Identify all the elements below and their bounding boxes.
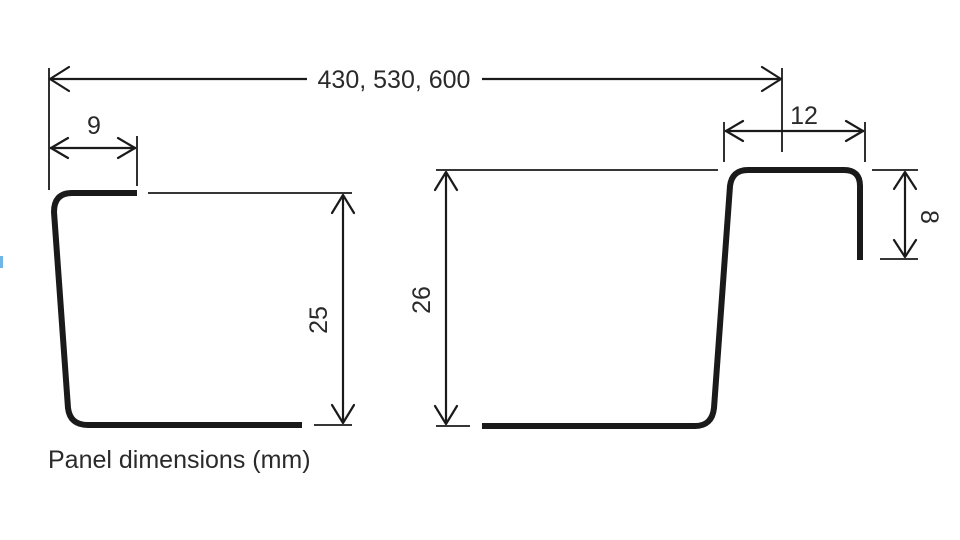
right-height-top-arrowhead bbox=[433, 170, 459, 192]
flange-right-arrowhead bbox=[116, 136, 137, 160]
hook-width-left-arrowhead bbox=[724, 119, 745, 143]
right-height-label: 26 bbox=[408, 286, 436, 314]
right-panel-profile bbox=[482, 167, 863, 429]
hook-width-label: 12 bbox=[790, 102, 818, 130]
diagram-caption: Panel dimensions (mm) bbox=[48, 446, 311, 474]
flange-left-arrowhead bbox=[49, 136, 70, 160]
edge-marker bbox=[0, 256, 3, 268]
right-height-bottom-arrowhead bbox=[433, 404, 459, 426]
left-height-label: 25 bbox=[305, 306, 333, 334]
left-height-top-arrowhead bbox=[330, 193, 356, 215]
hook-height-top-arrowhead bbox=[892, 170, 918, 191]
hook-height-label: 8 bbox=[915, 210, 943, 224]
hook-width-right-arrowhead bbox=[844, 119, 865, 143]
left-panel-profile bbox=[51, 190, 302, 428]
left-height-bottom-arrowhead bbox=[330, 403, 356, 425]
overall-length-label: 430, 530, 600 bbox=[318, 66, 471, 94]
flange-width-label: 9 bbox=[87, 112, 101, 140]
hook-height-bottom-arrowhead bbox=[892, 238, 918, 259]
overall-right-arrowhead bbox=[760, 65, 783, 93]
overall-left-arrowhead bbox=[48, 65, 71, 93]
